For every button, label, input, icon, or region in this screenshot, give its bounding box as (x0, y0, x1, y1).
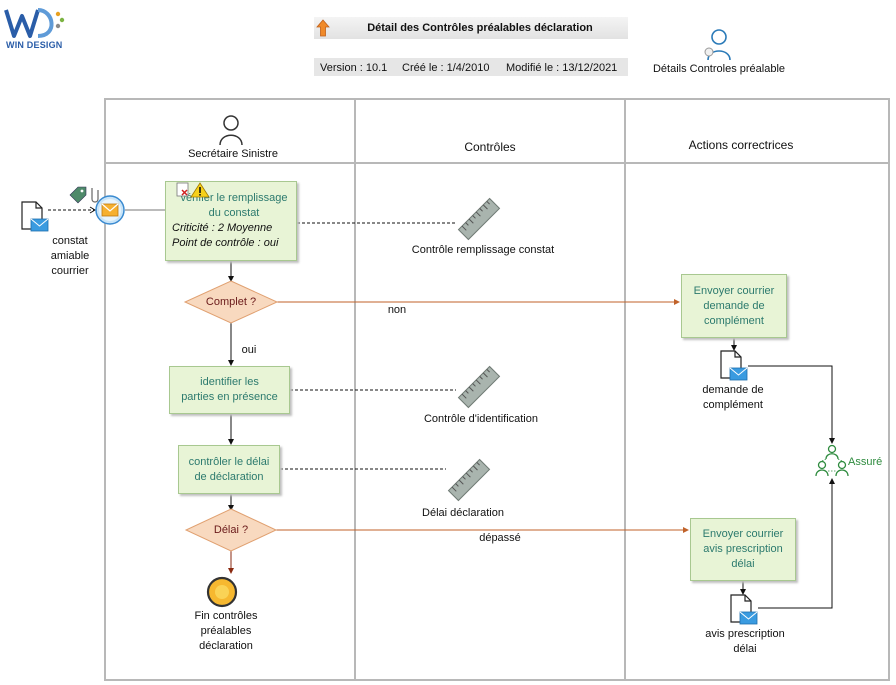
control-label-remplissage: Contrôle remplissage constat (411, 244, 555, 256)
start-message-event-icon[interactable] (94, 194, 126, 226)
document-mail-icon (730, 594, 758, 625)
tag-clip-icon (69, 186, 99, 204)
task-send-complement[interactable]: Envoyer courrier demande de complément (681, 274, 787, 338)
warning-icon (176, 182, 210, 198)
start-document-label: constat amiable courrier (50, 235, 90, 277)
task-send-prescription[interactable]: Envoyer courrier avis prescription délai (690, 518, 796, 581)
meta-bar (314, 58, 628, 76)
flow-label-depasse: dépassé (479, 532, 521, 544)
gateway-complete[interactable]: Complet ? (205, 296, 257, 308)
lane-title-actions: Actions correctrices (688, 138, 794, 152)
document-label-prescription: avis prescription délai (705, 628, 785, 655)
logo-icon (4, 8, 65, 38)
actor-label-assure: Assuré (848, 456, 883, 468)
flow-label-non: non (387, 304, 407, 316)
control-label-delai: Délai déclaration (422, 507, 504, 519)
windesign-logo: WIN DESIGN (4, 6, 66, 50)
gateway-delay[interactable]: Délai ? (213, 524, 249, 536)
up-arrow-icon (316, 19, 330, 37)
lane-person-icon (219, 115, 243, 146)
task-identify-parties[interactable]: identifier les parties en présence (169, 366, 290, 414)
details-label[interactable]: Détails Controles préalable (652, 63, 786, 75)
title-bar (314, 17, 628, 39)
page-title: Détail des Contrôles préalables déclarat… (367, 22, 593, 34)
task-check-delay[interactable]: contrôler le délai de déclaration (178, 445, 280, 494)
ruler-icon[interactable] (446, 457, 492, 503)
document-label-complement: demande de complément (702, 384, 764, 411)
document-mail-icon (21, 201, 49, 232)
ruler-icon[interactable] (456, 196, 502, 242)
lane-title-controles: Contrôles (464, 140, 516, 154)
created-label: Créé le : 1/4/2010 (402, 62, 490, 74)
control-label-identification: Contrôle d'identification (423, 413, 538, 425)
details-person-icon[interactable] (700, 28, 734, 62)
version-label: Version : 10.1 (320, 62, 388, 74)
modified-label: Modifié le : 13/12/2021 (506, 62, 618, 74)
lane-title-secretaire: Secrétaire Sinistre (188, 148, 278, 160)
document-mail-icon (720, 350, 748, 381)
ruler-icon[interactable] (456, 364, 502, 410)
flow-label-oui: oui (241, 344, 257, 356)
actor-group-icon[interactable] (814, 443, 850, 479)
logo-text: WIN DESIGN (6, 40, 63, 50)
end-event-label: Fin contrôles préalables déclaration (194, 610, 258, 652)
process-pool (104, 98, 890, 681)
